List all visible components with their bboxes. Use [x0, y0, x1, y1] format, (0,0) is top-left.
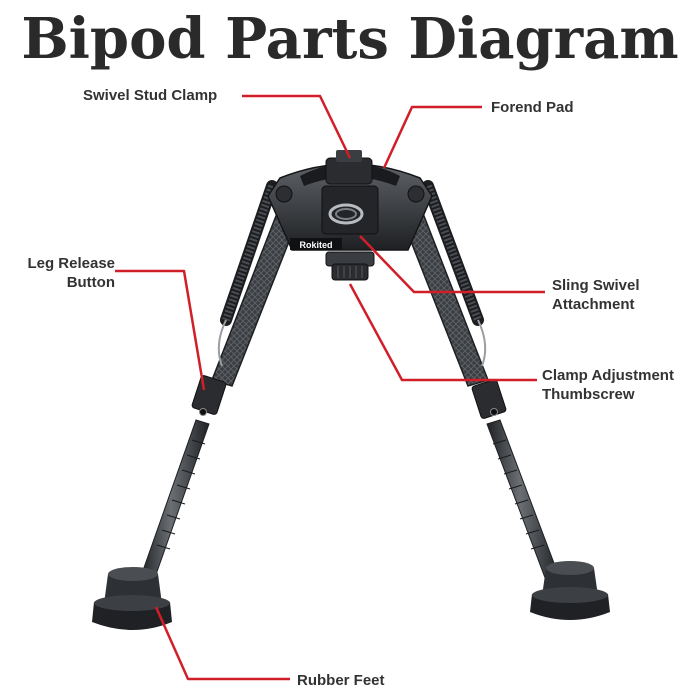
label-sling-swivel-line2: Attachment: [552, 296, 635, 313]
label-sling-swivel-line1: Sling Swivel: [552, 277, 640, 294]
brand-mark: Rokited: [299, 240, 332, 250]
leader-forend-pad: [382, 105, 482, 169]
right-spring: [422, 180, 487, 367]
leader-clamp-adjustment: [348, 283, 537, 382]
right-leg: [396, 180, 610, 620]
label-sling-swivel-attachment: Sling Swivel Attachment: [552, 276, 640, 314]
label-forend-pad: Forend Pad: [491, 99, 574, 116]
label-clamp-adjust-line2: Thumbscrew: [542, 386, 635, 403]
right-rubber-foot: [530, 561, 610, 620]
label-swivel-stud-clamp: Swivel Stud Clamp: [83, 87, 218, 104]
leader-rubber-feet: [154, 606, 290, 681]
label-rubber-feet: Rubber Feet: [297, 672, 385, 689]
label-leg-release-button: Leg Release Button: [8, 254, 115, 292]
label-leg-release-line2: Button: [66, 274, 115, 291]
leader-lines: [115, 94, 545, 681]
leader-swivel-stud-clamp: [242, 94, 352, 159]
label-leg-release-line1: Leg Release: [27, 255, 115, 272]
leader-sling-swivel: [359, 235, 545, 294]
label-clamp-adjustment-thumbscrew: Clamp Adjustment Thumbscrew: [542, 366, 674, 404]
page-title: Bipod Parts Diagram: [21, 6, 679, 72]
bipod-body: Rokited: [267, 150, 433, 281]
leader-leg-release-button: [115, 269, 206, 391]
left-spring: [217, 180, 278, 367]
left-rubber-foot: [92, 567, 172, 630]
label-clamp-adjust-line1: Clamp Adjustment: [542, 367, 674, 384]
left-leg: [92, 180, 304, 630]
